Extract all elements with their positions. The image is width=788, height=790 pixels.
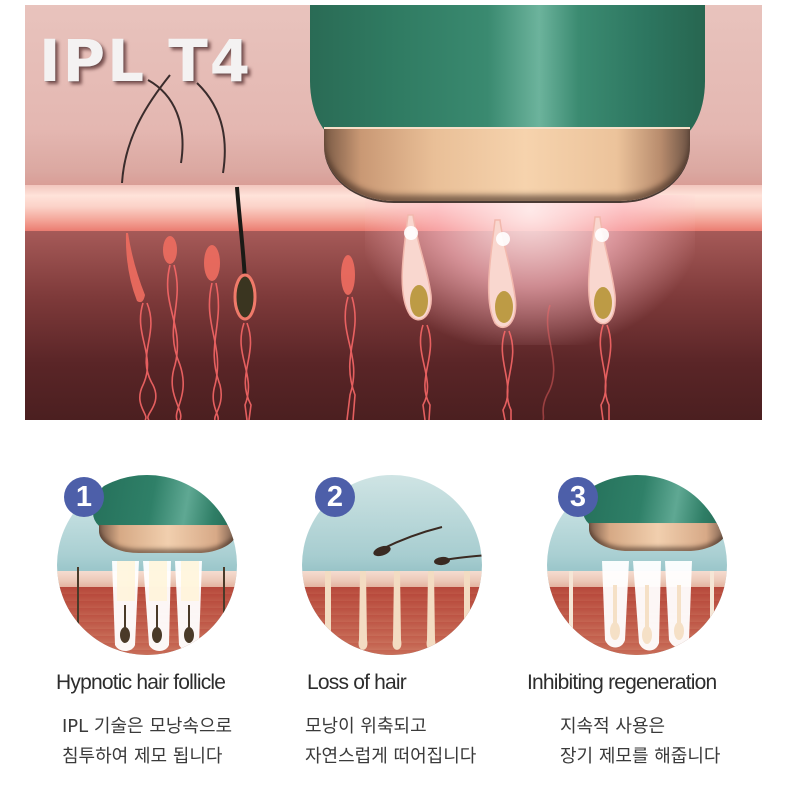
step-desc-line-2: 자연스럽게 떠어집니다 xyxy=(305,746,477,767)
step-title: Inhibiting regeneration xyxy=(527,671,717,694)
step-desc-line-2: 침투하여 제모 됩니다 xyxy=(62,746,223,767)
step-3-illustration: 3 xyxy=(520,460,750,655)
step-desc-line-2: 장기 제모를 해줍니다 xyxy=(560,746,721,767)
step-1-illustration: 1 xyxy=(30,460,260,655)
step-description: 지속적 사용은 장기 제모를 해줍니다 xyxy=(560,712,788,772)
device-head xyxy=(324,129,690,201)
mini-device-body xyxy=(583,475,727,529)
step-desc-line-1: 지속적 사용은 xyxy=(560,716,666,737)
step-title: Hypnotic hair follicle xyxy=(56,671,226,694)
mini-device xyxy=(93,475,237,559)
step-2-illustration: 2 xyxy=(275,460,505,655)
step-number-badge: 2 xyxy=(315,477,355,517)
step-title: Loss of hair xyxy=(307,671,407,694)
device-trim xyxy=(324,127,690,130)
mini-device-body xyxy=(93,475,237,531)
step-number-badge: 3 xyxy=(558,477,598,517)
follicle-illustration xyxy=(121,74,616,420)
hero-title: IPL T4 xyxy=(39,27,253,95)
dermis xyxy=(302,587,482,655)
mini-device xyxy=(583,475,727,557)
step-desc-line-1: 모낭이 위축되고 xyxy=(305,716,427,737)
step-number-badge: 1 xyxy=(64,477,104,517)
epidermis xyxy=(302,571,482,587)
step-3-circle xyxy=(547,475,727,655)
step-2-circle xyxy=(302,475,482,655)
hero-image: IPL T4 xyxy=(25,5,762,420)
mini-device-head xyxy=(99,525,237,553)
step-description: IPL 기술은 모낭속으로 침투하여 제모 됩니다 xyxy=(62,712,292,772)
step-desc-line-1: IPL 기술은 모낭속으로 xyxy=(62,716,233,737)
light-beams xyxy=(569,561,714,651)
light-beams xyxy=(77,561,225,651)
ipl-device xyxy=(310,5,705,213)
falling-hairs xyxy=(324,526,482,650)
step-description: 모낭이 위축되고 자연스럽게 떠어집니다 xyxy=(305,712,535,772)
device-body xyxy=(310,5,705,141)
mini-device-head xyxy=(589,523,727,551)
